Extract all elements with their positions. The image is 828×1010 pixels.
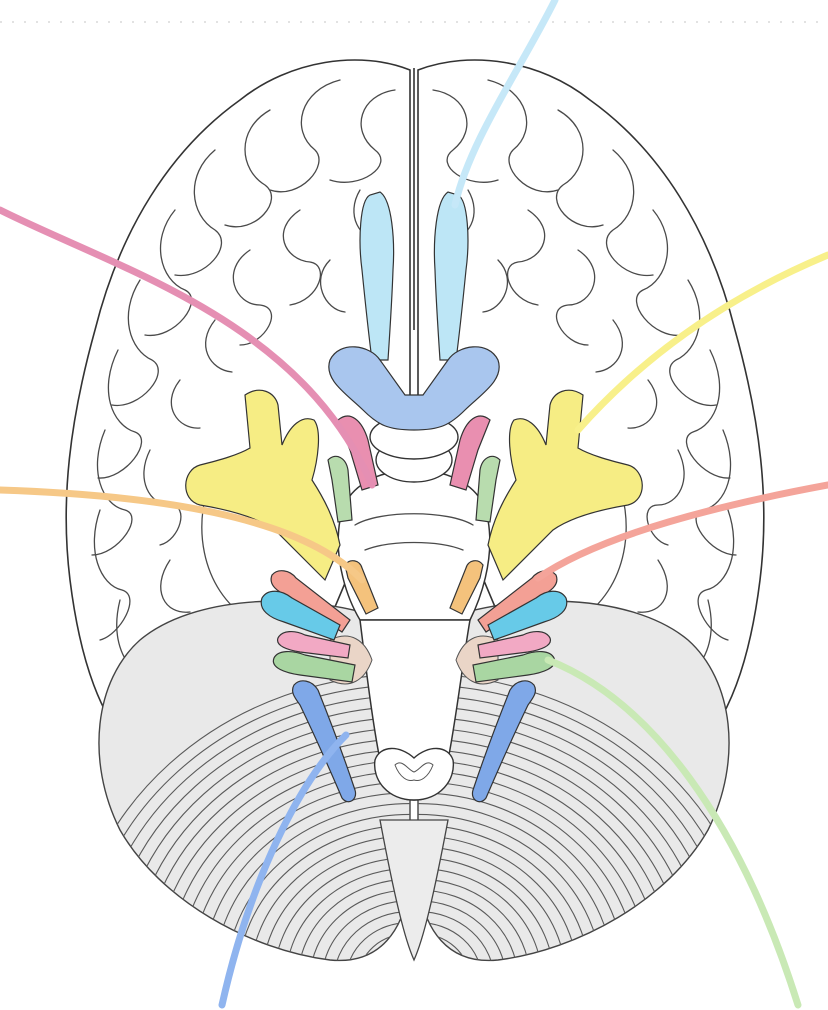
folium-line bbox=[321, 900, 410, 961]
leader-olfactory bbox=[451, 0, 559, 209]
leader-hypoglossal bbox=[218, 731, 350, 1009]
leader-oculomotor bbox=[0, 206, 376, 489]
folium-line bbox=[98, 684, 410, 961]
folium-line bbox=[98, 673, 410, 961]
cerebellum bbox=[98, 600, 730, 962]
right-gyri bbox=[432, 79, 737, 676]
pons-groove-lower bbox=[364, 541, 464, 551]
right-hypoglossal-nerve bbox=[471, 680, 537, 803]
left-facial-nerve bbox=[270, 570, 351, 633]
left-trigeminal-nerve bbox=[185, 389, 341, 582]
left-olfactory-tract bbox=[359, 191, 395, 361]
folium-line bbox=[418, 684, 730, 961]
right-vestibulocochlear-nerve bbox=[487, 590, 568, 641]
right-vagus-nerve bbox=[472, 651, 556, 683]
left-cerebellar-hemisphere bbox=[98, 600, 411, 962]
leader-abducens bbox=[0, 486, 366, 584]
leader-facial bbox=[534, 481, 828, 582]
right-cerebellar-hemisphere bbox=[417, 600, 730, 962]
left-vestibulocochlear-nerve bbox=[260, 590, 341, 641]
right-trochlear-nerve bbox=[475, 455, 501, 523]
folium-line bbox=[418, 889, 519, 961]
leader-trigeminal bbox=[574, 251, 828, 434]
left-trochlear-nerve bbox=[327, 455, 353, 523]
leader-vagus bbox=[544, 656, 802, 1009]
folium-line bbox=[418, 900, 507, 961]
right-abducens-nerve bbox=[449, 560, 484, 615]
brainstem bbox=[329, 414, 499, 801]
vermis bbox=[379, 819, 449, 962]
folium-line bbox=[333, 911, 410, 961]
left-glossopharyngeal-nerve bbox=[276, 631, 351, 659]
folium-line bbox=[418, 921, 483, 961]
cerebrum bbox=[65, 59, 765, 761]
right-hemisphere bbox=[417, 59, 765, 761]
right-oculomotor-nerve bbox=[449, 415, 491, 491]
left-hemisphere bbox=[65, 59, 411, 761]
spinal-cord-section bbox=[373, 747, 455, 801]
folium-line bbox=[418, 673, 730, 961]
left-hypoglossal-nerve bbox=[291, 680, 357, 803]
cranial-nerves bbox=[185, 191, 643, 803]
left-vagus-nerve bbox=[272, 651, 356, 683]
grey-matter-outline bbox=[394, 762, 434, 781]
folium-line bbox=[345, 921, 410, 961]
optic-chiasm bbox=[328, 346, 500, 431]
right-trigeminal-nerve bbox=[487, 389, 643, 582]
right-glossopharyngeal-nerve bbox=[477, 631, 552, 659]
right-olfactory-tract bbox=[433, 191, 469, 361]
folium-line bbox=[309, 889, 410, 961]
folium-line bbox=[418, 911, 495, 961]
pons-groove-upper bbox=[354, 513, 474, 526]
